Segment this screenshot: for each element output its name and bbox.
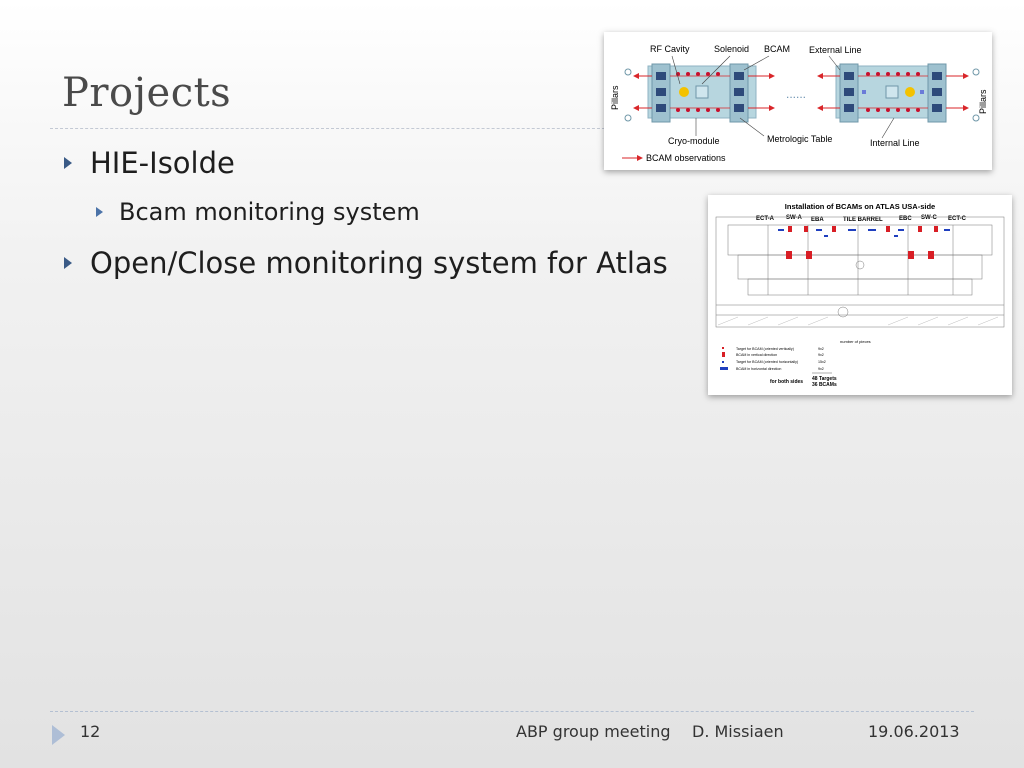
legend-row-count: 9x2 (818, 353, 824, 357)
legend-swatch (722, 361, 724, 363)
total-bcams: 36 BCAMs (812, 382, 837, 388)
label-ect-a: ECT-A (756, 216, 775, 222)
solenoid-marker (695, 85, 709, 99)
rf-cavity-marker (679, 87, 689, 97)
ellipsis: ...... (786, 87, 806, 101)
leader-line (828, 55, 841, 71)
legend-row: Target for BCAM (oriented vertically) 9x… (722, 347, 824, 351)
bcam-label: BCAM (764, 44, 790, 54)
legend-label: BCAM observations (646, 153, 726, 163)
both-sides-label: for both sides (770, 379, 803, 385)
external-line-label: External Line (809, 45, 862, 55)
total-targets: 48 Targets (812, 376, 837, 382)
slide-title: Projects (62, 70, 232, 116)
legend-row-text: Target for BCAM (oriented horizontally) (736, 360, 798, 364)
bcam-block (932, 88, 942, 96)
leader-line (743, 55, 770, 71)
legend-swatch (720, 367, 728, 370)
hie-diagram-svg: RF Cavity Solenoid BCAM External Line Pi… (610, 44, 988, 163)
hie-isolde-bcam-diagram: RF Cavity Solenoid BCAM External Line Pi… (604, 32, 992, 170)
pillar-point (624, 114, 632, 122)
label-ebc: EBC (899, 216, 912, 222)
rf-cavity-label: RF Cavity (650, 44, 690, 54)
internal-line-label: Internal Line (870, 138, 920, 148)
legend-row-text: BCAM in horizontal direction (736, 367, 781, 371)
pillar-point (624, 68, 632, 76)
solenoid-marker (885, 85, 899, 99)
legend-swatch (722, 352, 725, 357)
legend-row-text: Target for BCAM (oriented vertically) (736, 347, 794, 351)
legend-row-count: 9x2 (818, 367, 824, 371)
bullet-text: HIE-Isolde (90, 146, 235, 180)
bcam-block (656, 72, 666, 80)
bcam-block (844, 72, 854, 80)
bcam-block (656, 104, 666, 112)
leader-line (671, 55, 681, 85)
bullet-open-close-atlas: Open/Close monitoring system for Atlas (64, 246, 668, 280)
pillar-point (972, 68, 980, 76)
footer-date: 19.06.2013 (868, 722, 960, 741)
bcam-block (734, 72, 744, 80)
bcam-block (844, 88, 854, 96)
label-sw-c: SW-C (921, 215, 938, 221)
hatching (717, 316, 999, 326)
footer-meeting: ABP group meeting (516, 722, 671, 741)
legend-row: BCAM in horizontal direction 9x2 (720, 367, 824, 371)
title-divider (50, 128, 610, 129)
atlas-drawing-svg: Installation of BCAMs on ATLAS USA-side … (715, 202, 1005, 388)
bcam-block (932, 72, 942, 80)
label-ect-c: ECT-C (948, 216, 967, 222)
legend-swatch (722, 347, 724, 349)
target-dots (676, 72, 720, 112)
legend-row: BCAM in vertical direction 9x2 (722, 352, 824, 357)
leader-line (739, 117, 765, 137)
footer-arrow-icon (52, 725, 65, 745)
bcam-block (656, 88, 666, 96)
bcam-markers (786, 226, 938, 259)
internal-line-markers (862, 90, 924, 94)
solenoid-label: Solenoid (714, 44, 749, 54)
legend-row-count: 15x2 (818, 360, 826, 364)
pillars-label-right: Pillars (978, 89, 988, 114)
label-eba: EBA (811, 217, 824, 223)
target-markers (778, 229, 950, 237)
leader-line (701, 55, 731, 85)
footer-author: D. Missiaen (692, 722, 784, 741)
rf-cavity-marker (905, 87, 915, 97)
pillar-point (972, 114, 980, 122)
legend-row: Target for BCAM (oriented horizontally) … (722, 360, 826, 364)
cryo-module-label: Cryo-module (668, 136, 720, 146)
label-tile-barrel: TILE BARREL (843, 217, 883, 223)
bcam-block (844, 104, 854, 112)
bullet-text: Open/Close monitoring system for Atlas (90, 246, 668, 280)
bcam-block (932, 104, 942, 112)
legend-row-count: 9x2 (818, 347, 824, 351)
bcam-block (734, 88, 744, 96)
label-sw-a: SW-A (786, 215, 803, 221)
detector-outline (715, 216, 1005, 328)
slide-number: 12 (80, 722, 101, 741)
legend-heading: number of pieces (840, 339, 871, 344)
metrologic-table-label: Metrologic Table (767, 134, 832, 144)
bullet-text: Bcam monitoring system (119, 198, 420, 226)
bullet-arrow-icon (64, 257, 72, 269)
pillars-label-left: Pillars (610, 85, 620, 110)
bullet-hie-isolde: HIE-Isolde (64, 146, 235, 180)
leader-line (881, 117, 895, 139)
footer-divider (50, 711, 974, 712)
atlas-bcam-installation-drawing: Installation of BCAMs on ATLAS USA-side … (708, 195, 1012, 395)
bullet-bcam-monitoring: Bcam monitoring system (96, 198, 420, 226)
bullet-arrow-icon (96, 207, 103, 217)
legend-row-text: BCAM in vertical direction (736, 353, 777, 357)
bullet-arrow-icon (64, 157, 72, 169)
target-dots (866, 72, 920, 112)
bcam-block (734, 104, 744, 112)
drawing-title: Installation of BCAMs on ATLAS USA-side (785, 202, 935, 211)
